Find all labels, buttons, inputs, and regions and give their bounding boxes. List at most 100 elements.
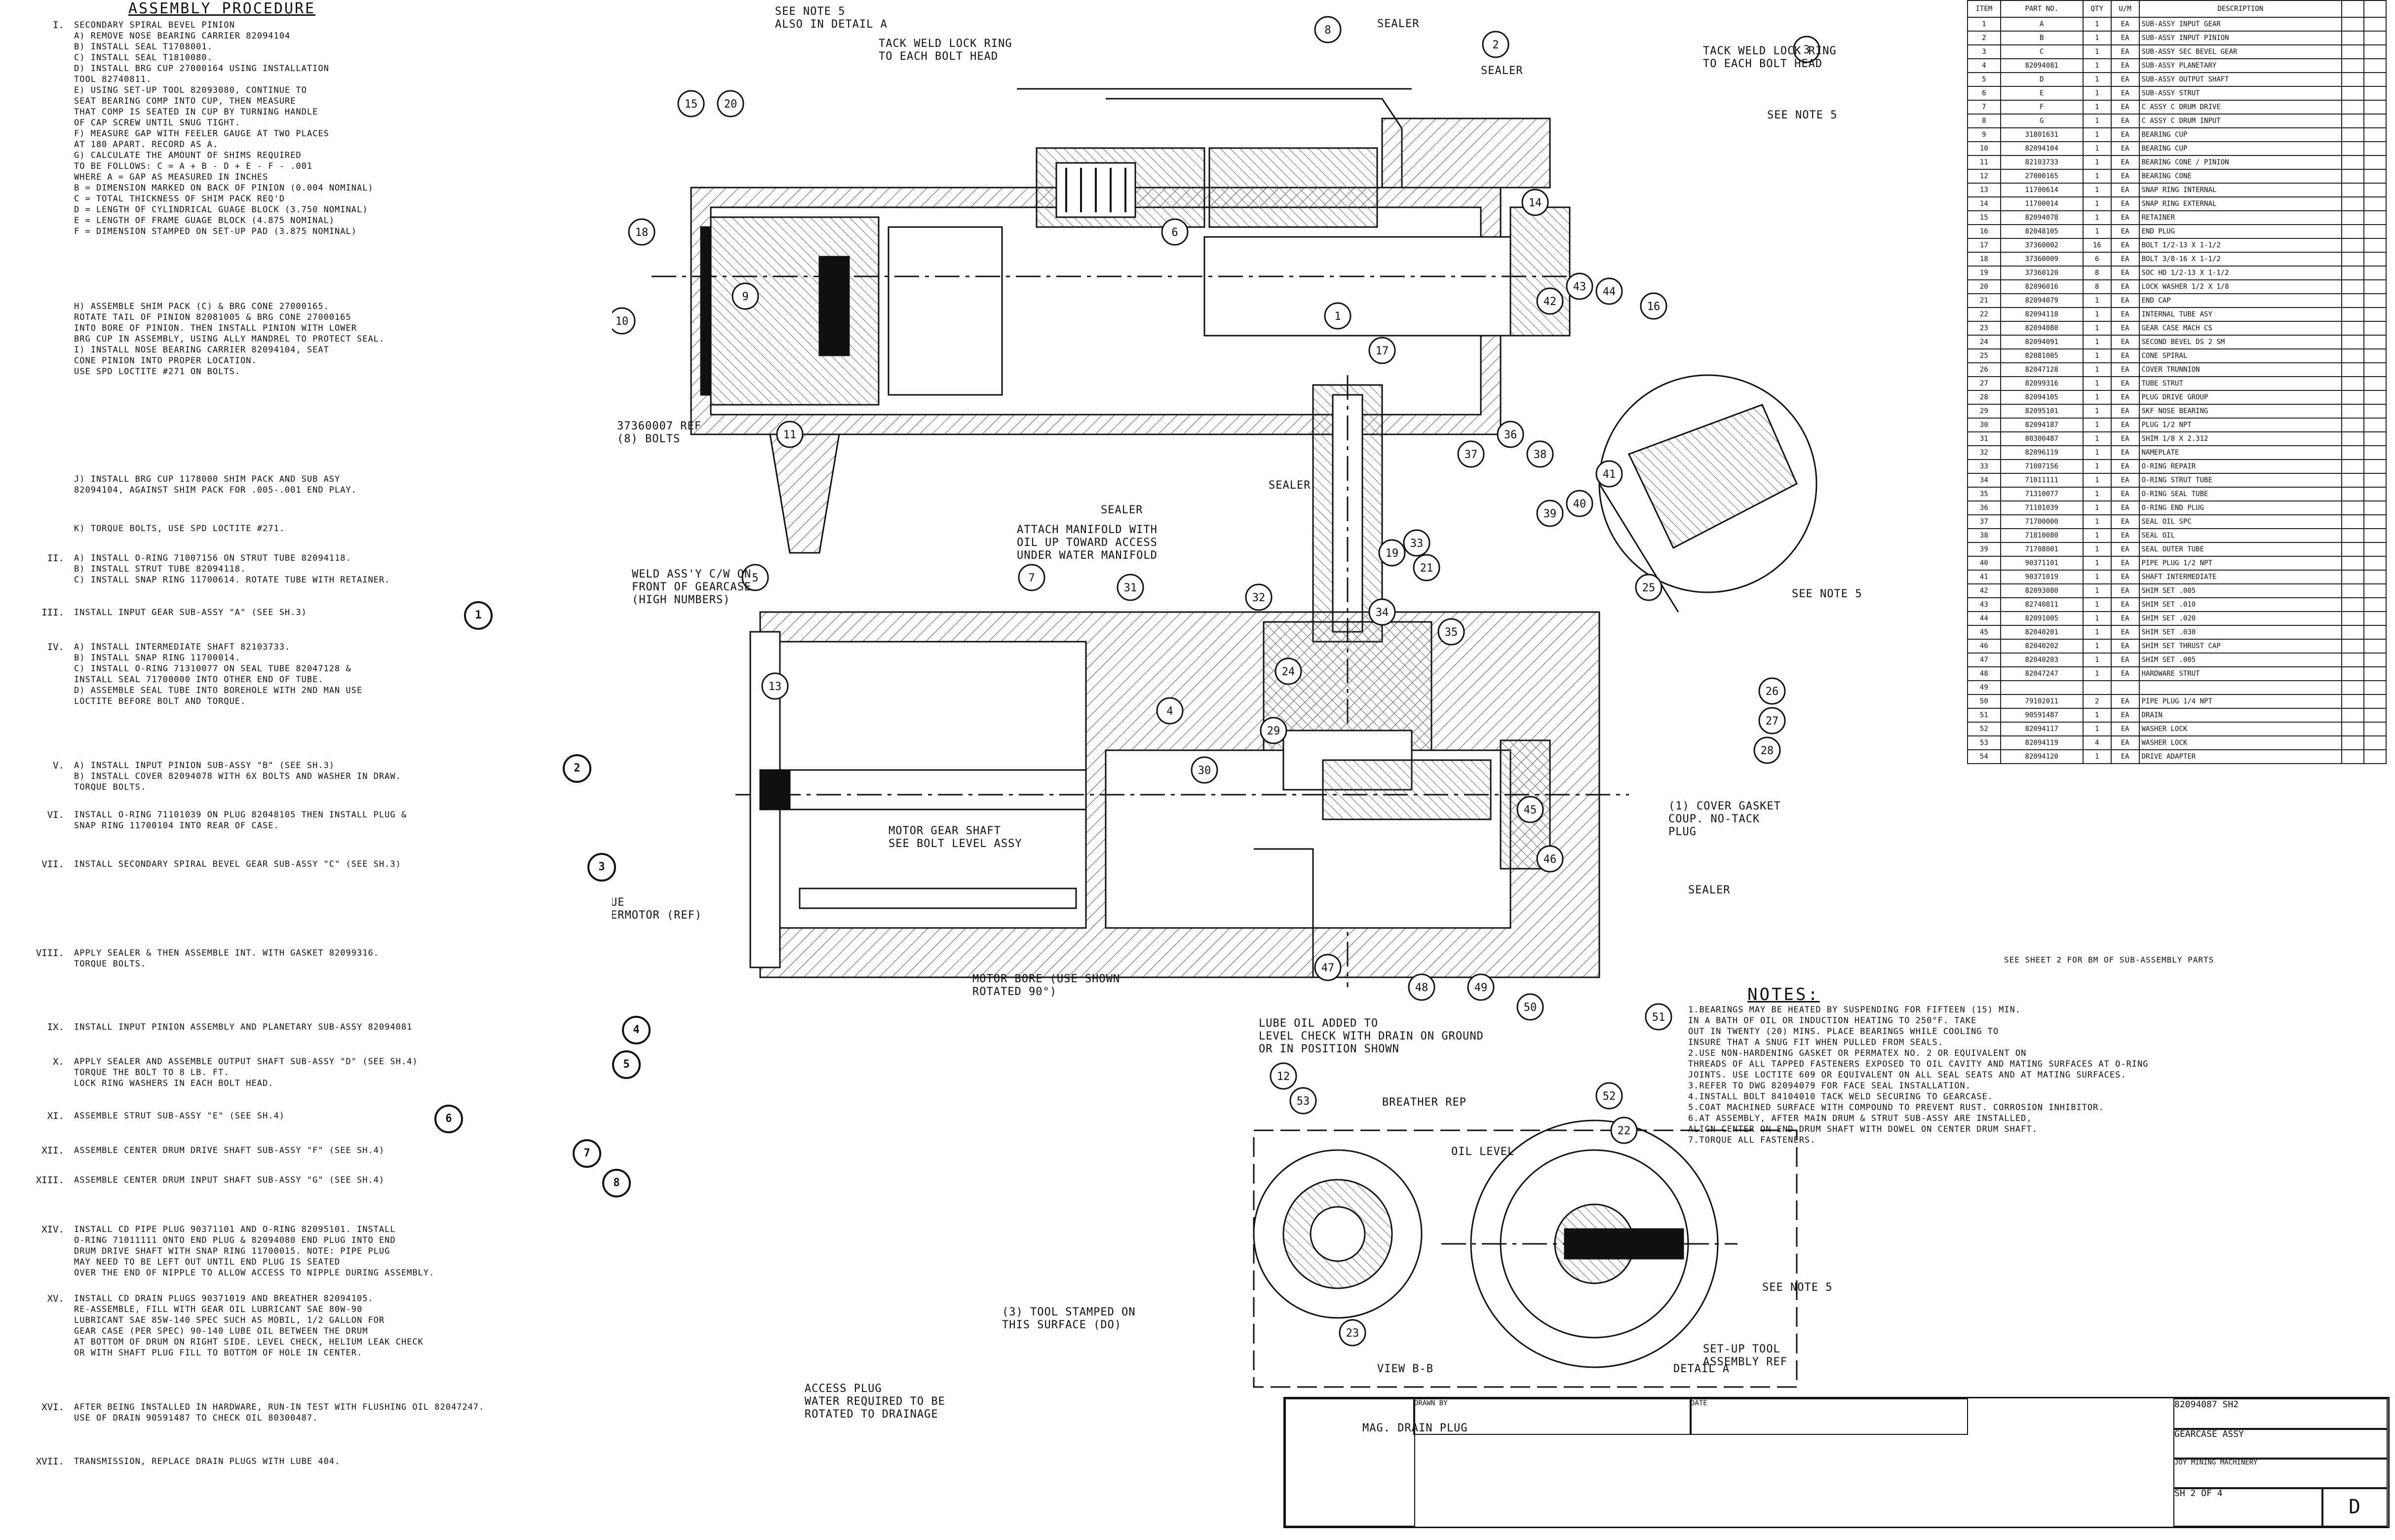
bom-cell: 6 [1967, 86, 2001, 101]
bom-cell: EA [2110, 487, 2140, 501]
item-callout: 41 [1595, 460, 1623, 488]
bom-cell: 1 [2082, 348, 2112, 363]
step-line: O-RING 71011111 ONTO END PLUG & 82094080… [74, 1235, 396, 1245]
subassembly-callout: 3 [587, 853, 616, 882]
bom-cell [2341, 114, 2364, 128]
bom-cell: 90591487 [2000, 708, 2084, 723]
bom-column-header: DESCRIPTION [2138, 0, 2342, 18]
bom-cell: LOCK WASHER 1/2 X 1/8 [2138, 279, 2342, 294]
bom-cell: HARDWARE STRUT [2138, 666, 2342, 681]
callout-bubble [1408, 973, 1435, 1001]
item-callout: 14 [1521, 189, 1549, 216]
step-line: THAT COMP IS SEATED IN CUP BY TURNING HA… [74, 107, 318, 117]
callout-number: 2 [1492, 39, 1499, 51]
drawing-label-ref-bolts: 37360007 REF(8) BOLTS [617, 420, 701, 445]
step-line: A) INSTALL O-RING 71007156 ON STRUT TUBE… [74, 553, 351, 563]
bom-cell: BEARING CONE / PINION [2138, 155, 2342, 170]
step-line: INTO BORE OF PINION. THEN INSTALL PINION… [74, 323, 357, 333]
item-callout: 3 [1793, 36, 1820, 63]
note-line: 3.REFER TO DWG 82094079 FOR FACE SEAL IN… [1688, 1081, 1971, 1091]
bom-cell [2341, 597, 2364, 612]
item-callout: 38 [1526, 440, 1554, 468]
step-number: XIII. [36, 1175, 64, 1186]
callout-number: 15 [685, 98, 698, 111]
bom-cell [2341, 238, 2364, 253]
bom-cell: TUBE STRUT [2138, 376, 2342, 391]
step-line: ASSEMBLE STRUT SUB-ASSY "E" (SEE SH.4) [74, 1111, 285, 1121]
bom-cell [2341, 362, 2364, 377]
bom-cell: SNAP RING EXTERNAL [2138, 196, 2342, 211]
bom-cell: WASHER LOCK [2138, 722, 2342, 736]
item-callout: 45 [1516, 796, 1544, 823]
item-callout: 6 [1161, 218, 1189, 246]
subassembly-callout: 5 [612, 1050, 641, 1079]
step-number: V. [53, 760, 64, 771]
callout-bubble [1457, 440, 1485, 468]
step-line: A) INSTALL INPUT PINION SUB-ASSY "B" (SE… [74, 761, 335, 770]
bom-cell [2363, 196, 2387, 211]
bom-cell: 1 [2082, 293, 2112, 308]
step-line: H) ASSEMBLE SHIM PACK (C) & BRG CONE 270… [74, 302, 329, 311]
callout-number: 4 [1166, 705, 1173, 718]
callout-number: 20 [724, 98, 737, 111]
bom-cell: EA [2110, 17, 2140, 32]
bom-cell: 82081005 [2000, 348, 2084, 363]
bom-cell: EA [2110, 653, 2140, 667]
bom-cell: EA [2110, 141, 2140, 156]
bom-cell: 37360002 [2000, 238, 2084, 253]
bom-cell: SHIM SET .005 [2138, 583, 2342, 598]
step-line: DRUM DRIVE SHAFT WITH SNAP RING 11700015… [74, 1246, 390, 1256]
bom-cell: 82094119 [2000, 735, 2084, 750]
step-line: AFTER BEING INSTALLED IN HARDWARE, RUN-I… [74, 1402, 485, 1412]
bom-cell: EA [2110, 694, 2140, 709]
bom-cell: 24 [1967, 335, 2001, 349]
bom-cell: EA [2110, 514, 2140, 529]
bom-cell: CONE SPIRAL [2138, 348, 2342, 363]
bom-footnote: SEE SHEET 2 FOR BM OF SUB-ASSEMBLY PARTS [2004, 955, 2214, 964]
item-callout: 25 [1635, 574, 1662, 601]
bom-cell [2363, 653, 2387, 667]
bom-cell: 30 [1967, 418, 2001, 432]
callout-bubble [1635, 574, 1662, 601]
step-line: B) INSTALL SEAL T1708001. [74, 42, 213, 52]
upper-gearcase-section [652, 88, 1571, 435]
callout-bubble [761, 672, 789, 700]
bom-cell [2341, 473, 2364, 488]
item-callout: 44 [1595, 277, 1623, 305]
callout-number: 51 [1652, 1011, 1665, 1024]
callout-number: 19 [1386, 547, 1399, 560]
bom-cell: SUB-ASSY OUTPUT SHAFT [2138, 72, 2342, 87]
bom-cell [2341, 611, 2364, 626]
bom-cell [2341, 17, 2364, 32]
item-callout: 33 [1403, 529, 1430, 557]
item-callout: 11 [776, 421, 804, 448]
callout-number: 48 [1415, 982, 1429, 994]
bom-cell: 32 [1967, 445, 2001, 460]
item-callout: 48 [1408, 973, 1435, 1001]
bom-cell: 82740811 [2000, 597, 2084, 612]
bom-cell: 82091005 [2000, 611, 2084, 626]
bom-cell [2363, 335, 2387, 349]
bom-cell [2363, 487, 2387, 501]
bom-column-header [2363, 0, 2387, 18]
bom-cell: 31 [1967, 431, 2001, 446]
bom-cell: 1 [2082, 418, 2112, 432]
callout-bubble [1521, 189, 1549, 216]
bom-cell [2341, 183, 2364, 197]
bom-cell: 1 [2082, 583, 2112, 598]
bom-cell: 82095101 [2000, 404, 2084, 419]
callout-number: 37 [1465, 449, 1478, 461]
item-callout: 31 [1117, 574, 1144, 601]
bom-cell: 37360120 [2000, 266, 2084, 280]
bom-cell [2363, 473, 2387, 488]
